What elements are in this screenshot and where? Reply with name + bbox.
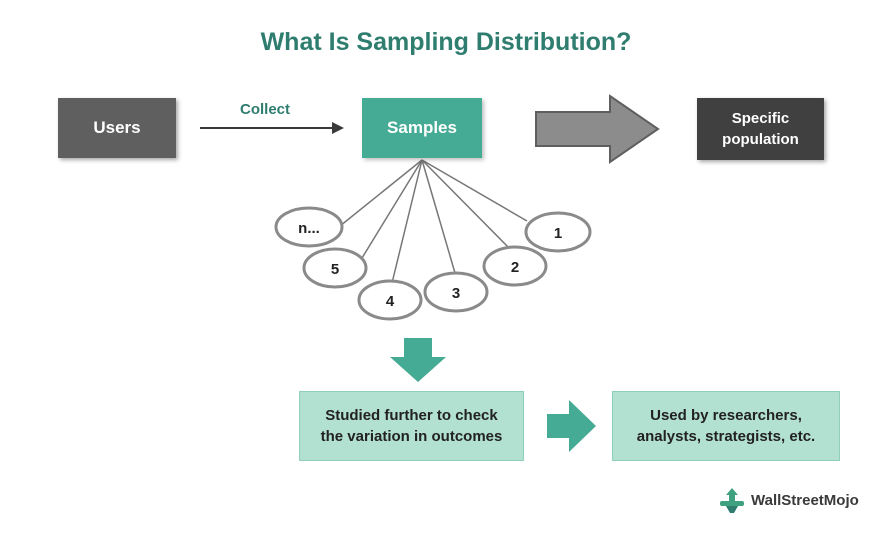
used-label-line1: Used by researchers, [650, 407, 802, 424]
sample-oval-5-label: 5 [331, 261, 339, 278]
sample-oval-2-label: 2 [511, 259, 519, 276]
sample-oval-1-label: 1 [554, 225, 562, 242]
users-label: Users [93, 118, 141, 137]
sample-oval-n: n... [274, 206, 344, 248]
logo-text: WallStreetMojo [751, 492, 859, 509]
sample-oval-n-label: n... [298, 220, 320, 237]
users-box: Users [58, 98, 176, 158]
sample-oval-5: 5 [302, 247, 368, 289]
sample-oval-3: 3 [423, 271, 489, 313]
to-population-arrow [535, 94, 660, 164]
sample-oval-4-label: 4 [386, 293, 395, 310]
wallstreetmojo-logo: WallStreetMojo [717, 485, 859, 515]
sample-connector-lines [339, 159, 528, 284]
used-label-line2: analysts, strategists, etc. [636, 428, 816, 445]
sample-oval-2: 2 [482, 245, 548, 287]
logo-text-part2: Mojo [823, 491, 859, 509]
studied-further-box: Studied further to check the variation i… [299, 391, 524, 461]
sample-oval-1: 1 [524, 211, 592, 253]
sample-oval-3-label: 3 [452, 285, 460, 302]
studied-label-line1: Studied further to check [325, 407, 498, 424]
logo-text-part1: WallStreet [751, 491, 824, 509]
sample-oval-4: 4 [357, 279, 423, 321]
collect-label: Collect [240, 101, 291, 118]
samples-box: Samples [362, 98, 482, 158]
collect-arrow [200, 122, 344, 134]
diagram-title: What Is Sampling Distribution? [260, 28, 632, 56]
wallstreetmojo-logo-icon [720, 488, 744, 513]
used-by-box: Used by researchers, analysts, strategis… [612, 391, 840, 461]
samples-label: Samples [387, 118, 457, 137]
down-arrow [390, 338, 446, 382]
population-label-line2: population [722, 131, 799, 148]
studied-label-line2: the variation in outcomes [320, 428, 503, 445]
right-arrow [547, 400, 596, 452]
population-label-line1: Specific [731, 110, 790, 127]
specific-population-box: Specific population [697, 98, 824, 160]
